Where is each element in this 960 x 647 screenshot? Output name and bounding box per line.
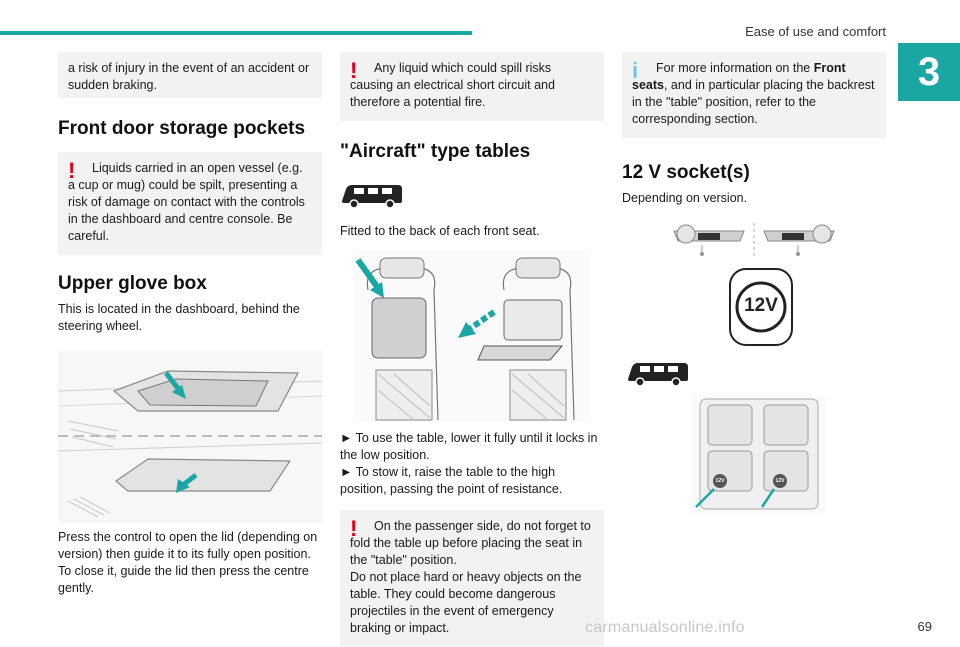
warning-text-2: Do not place hard or heavy objects on th…	[350, 570, 582, 635]
page-number: 69	[917, 619, 932, 634]
heading-upper-glove-box: Upper glove box	[58, 273, 207, 294]
warning-box-liquids: ! Liquids carried in an open vessel (e.g…	[58, 152, 322, 255]
heading-front-door-pockets: Front door storage pockets	[58, 118, 306, 139]
column-2: ! Any liquid which could spill risks cau…	[340, 52, 604, 647]
warning-icon: !	[350, 516, 358, 541]
info-text: For more information on the Front seats,…	[632, 60, 876, 128]
info-text-part-1: For more information on the	[656, 61, 814, 75]
glove-box-open-text: Press the control to open the lid (depen…	[58, 530, 318, 561]
table-stow-instruction: ► To stow it, raise the table to the hig…	[340, 465, 563, 496]
tables-illustration	[354, 250, 590, 422]
steering-wheel-position-icons	[672, 221, 836, 261]
van-icon	[626, 359, 690, 387]
front-seats-reference: Front seats	[632, 61, 846, 92]
socket-12v-icon: 12V	[728, 267, 794, 347]
watermark: carmanualsonline.info	[585, 619, 745, 636]
info-box-front-seats: i For more information on the Front seat…	[622, 52, 886, 138]
glove-box-illustration	[58, 351, 322, 523]
chapter-tab: 3	[898, 43, 960, 101]
section-title: Ease of use and comfort	[745, 24, 886, 39]
heading-aircraft-tables: "Aircraft" type tables	[340, 141, 531, 162]
van-icon	[340, 181, 404, 209]
glove-box-close-text: To close it, guide the lid then press th…	[58, 564, 309, 595]
info-text-part-2: , and in particular placing the backrest…	[632, 78, 875, 126]
tables-location-text: Fitted to the back of each front seat.	[340, 224, 540, 238]
rear-sockets-illustration: 12V 12V	[692, 395, 826, 513]
warning-text: Liquids carried in an open vessel (e.g. …	[68, 161, 305, 243]
warning-text: Any liquid which could spill risks causi…	[350, 61, 555, 109]
rear-seats-image	[692, 395, 826, 513]
warning-box-electrical: ! Any liquid which could spill risks cau…	[340, 52, 604, 121]
socket-label: 12V	[744, 295, 778, 316]
van-silhouette-icon	[342, 185, 402, 209]
warning-box-continued: a risk of injury in the event of an acci…	[58, 52, 322, 98]
lhd-rhd-icon	[673, 223, 835, 259]
glove-box-location-text: This is located in the dashboard, behind…	[58, 302, 300, 333]
warning-icon: !	[68, 158, 76, 183]
socket-outline-icon	[729, 268, 793, 346]
info-icon: i	[632, 58, 639, 83]
header-accent-bar	[0, 31, 472, 35]
column-3: i For more information on the Front seat…	[622, 52, 886, 513]
version-note: Depending on version.	[622, 191, 748, 205]
warning-text: On the passenger side, do not forget to …	[350, 519, 591, 567]
warning-icon: !	[350, 58, 358, 83]
rear-socket-label-right: 12V	[775, 478, 785, 484]
warning-box-passenger-table: ! On the passenger side, do not forget t…	[340, 510, 604, 647]
column-1: a risk of injury in the event of an acci…	[58, 52, 322, 597]
heading-12v-sockets: 12 V socket(s)	[622, 162, 750, 183]
seat-table-image	[354, 250, 590, 422]
warning-text: a risk of injury in the event of an acci…	[68, 61, 310, 92]
van-silhouette-icon	[628, 363, 688, 387]
rear-socket-label-left: 12V	[715, 478, 725, 484]
table-use-instruction: ► To use the table, lower it fully until…	[340, 431, 598, 462]
glove-box-image	[58, 351, 322, 523]
